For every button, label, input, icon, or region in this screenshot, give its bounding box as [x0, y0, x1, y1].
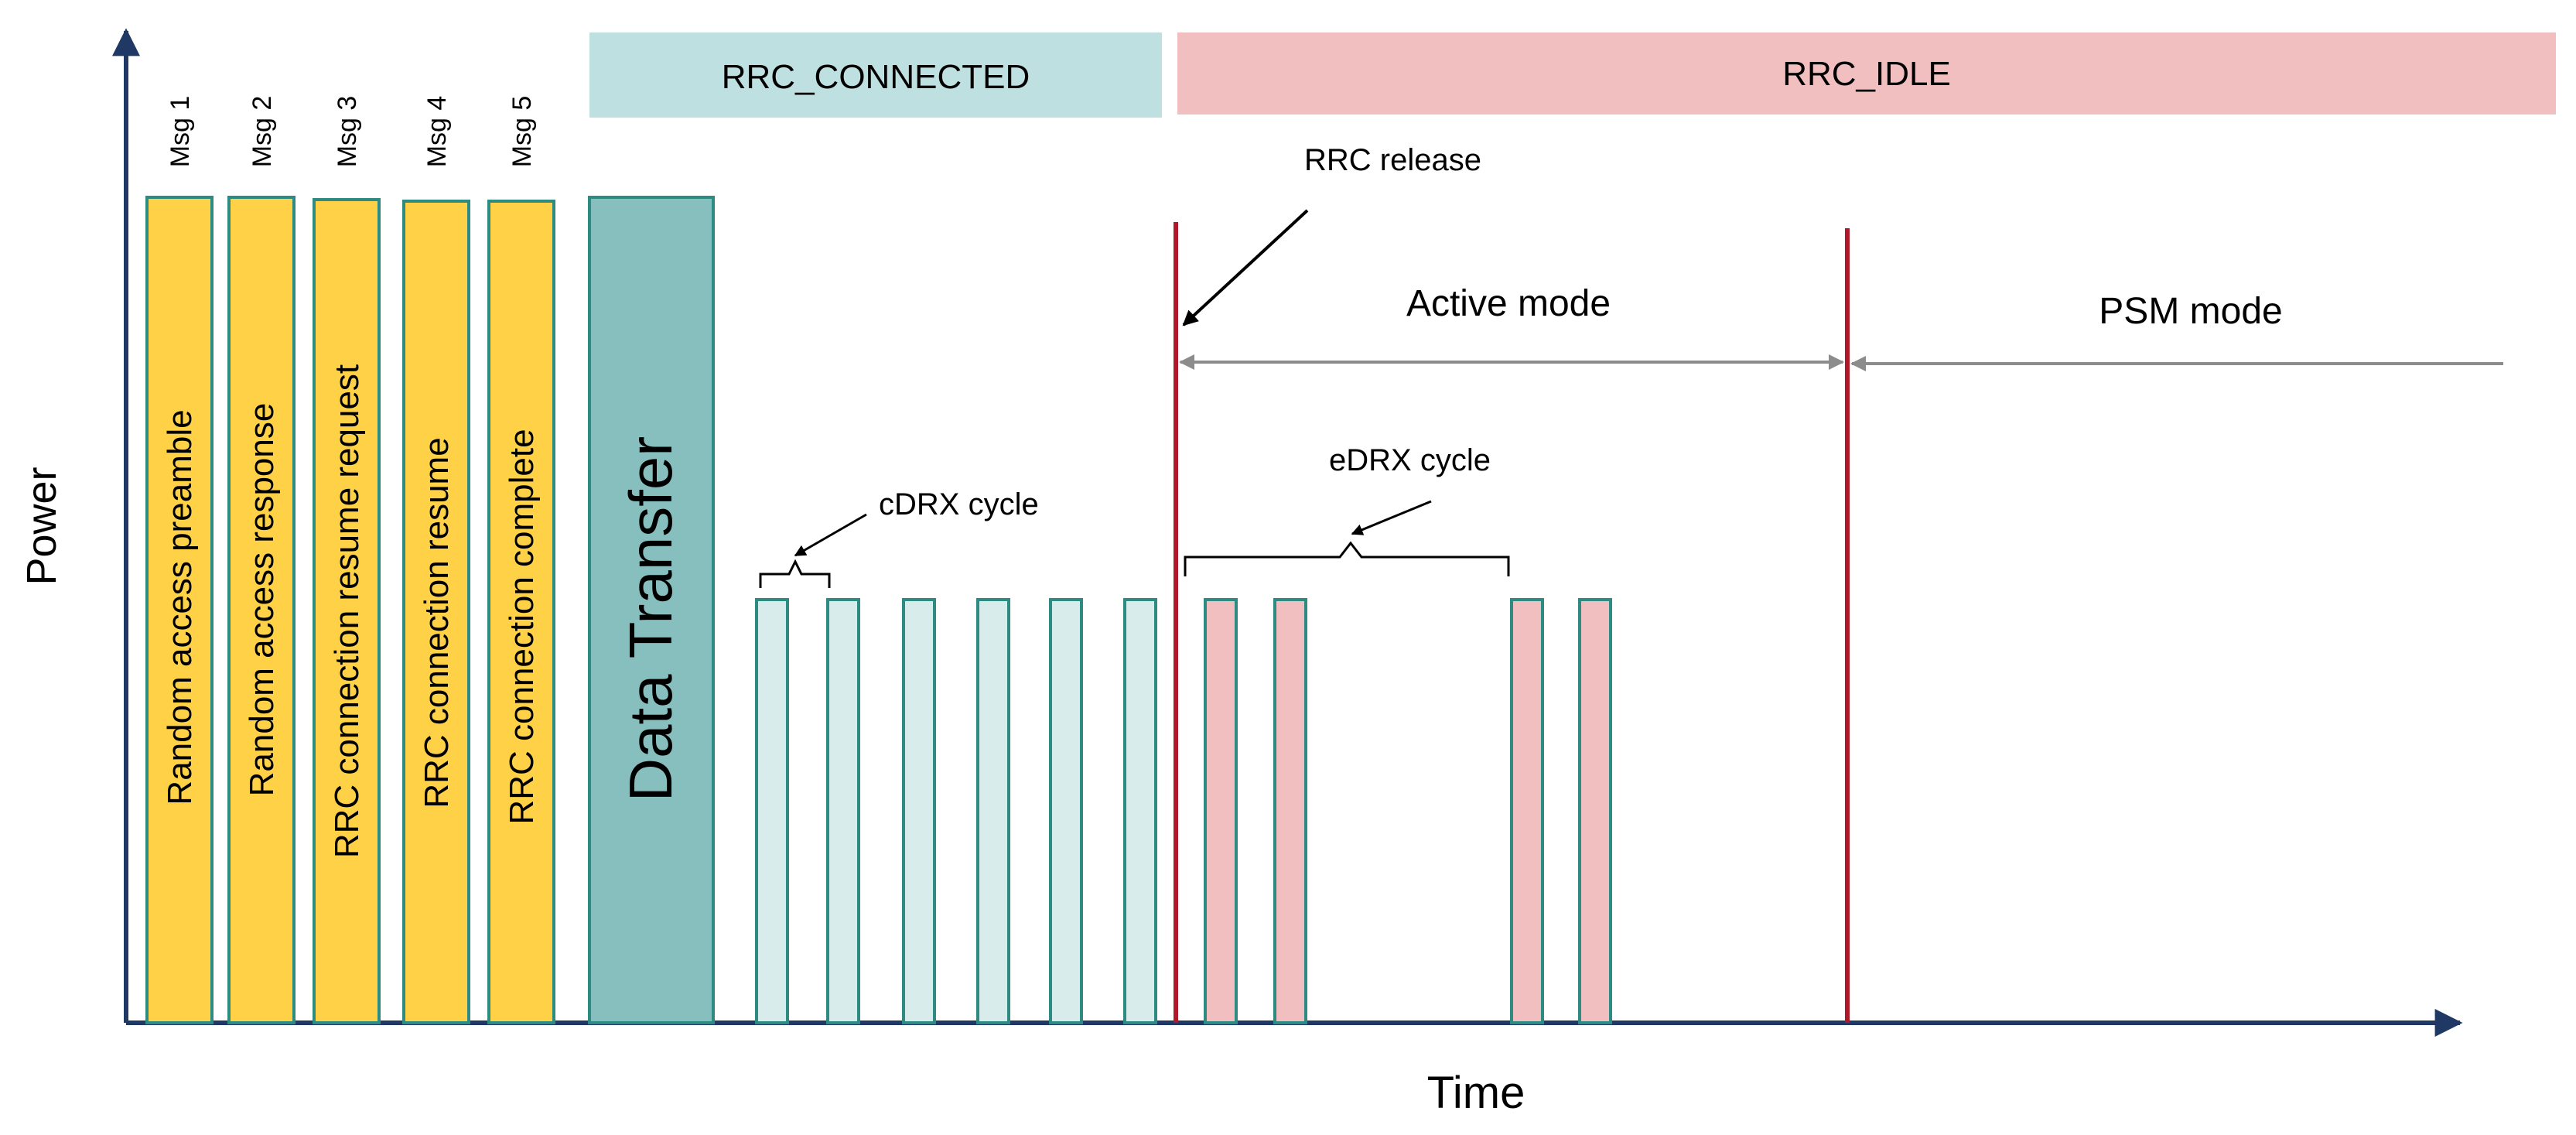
msg5-tag: Msg 5 [507, 96, 537, 168]
edrx-pulse-1 [1204, 598, 1238, 1024]
cdrx-pulse-3 [902, 598, 936, 1024]
cdrx-pointer [794, 513, 867, 557]
msg4-bar [402, 200, 470, 1024]
cdrx-brace [759, 559, 831, 588]
edrx-brace [1184, 541, 1510, 576]
msg4-text: RRC connection resume [418, 437, 456, 808]
msg1-tag: Msg 1 [166, 96, 195, 168]
msg5-bar [487, 200, 555, 1024]
msg5-text: RRC connection complete [503, 429, 541, 824]
rrc-idle-band [1177, 32, 2556, 115]
cdrx-cycle-label: cDRX cycle [879, 487, 1039, 521]
rrc-connected-band [589, 32, 1162, 118]
cdrx-pulses [755, 598, 1157, 1024]
y-axis-label: Power [19, 467, 65, 585]
rrc-connected-label: RRC_CONNECTED [722, 58, 1030, 96]
edrx-pulse-4 [1578, 598, 1612, 1024]
msg1-bar [145, 196, 214, 1024]
msg2-tag: Msg 2 [248, 96, 277, 168]
rrc-idle-label: RRC_IDLE [1782, 55, 1951, 93]
active-mode-label: Active mode [1406, 283, 1611, 324]
msg4-tag: Msg 4 [422, 96, 452, 168]
msg3-bar [313, 198, 381, 1024]
data-transfer-label: Data Transfer [617, 436, 685, 802]
msg2-bar [227, 196, 296, 1024]
msg1-text: Random access preamble [161, 409, 199, 805]
data-transfer-bar [588, 196, 715, 1024]
message-bars [145, 196, 555, 1024]
cdrx-pulse-4 [976, 598, 1010, 1024]
cdrx-pulse-5 [1049, 598, 1083, 1024]
x-axis-label: Time [1427, 1068, 1525, 1118]
edrx-pulse-2 [1273, 598, 1307, 1024]
cdrx-pulse-6 [1123, 598, 1157, 1024]
rrc-release-pointer [1182, 209, 1309, 326]
edrx-pulse-3 [1510, 598, 1544, 1024]
edrx-pointer [1351, 500, 1432, 535]
msg3-tag: Msg 3 [333, 96, 362, 168]
msg3-text: RRC connection resume request [328, 364, 366, 858]
edrx-pulses [1204, 598, 1612, 1024]
cdrx-pulse-2 [826, 598, 860, 1024]
psm-mode-label: PSM mode [2099, 291, 2282, 332]
rrc-release-label: RRC release [1304, 143, 1481, 177]
cdrx-pulse-1 [755, 598, 789, 1024]
msg2-text: Random access response [243, 403, 281, 797]
edrx-cycle-label: eDRX cycle [1329, 443, 1491, 477]
